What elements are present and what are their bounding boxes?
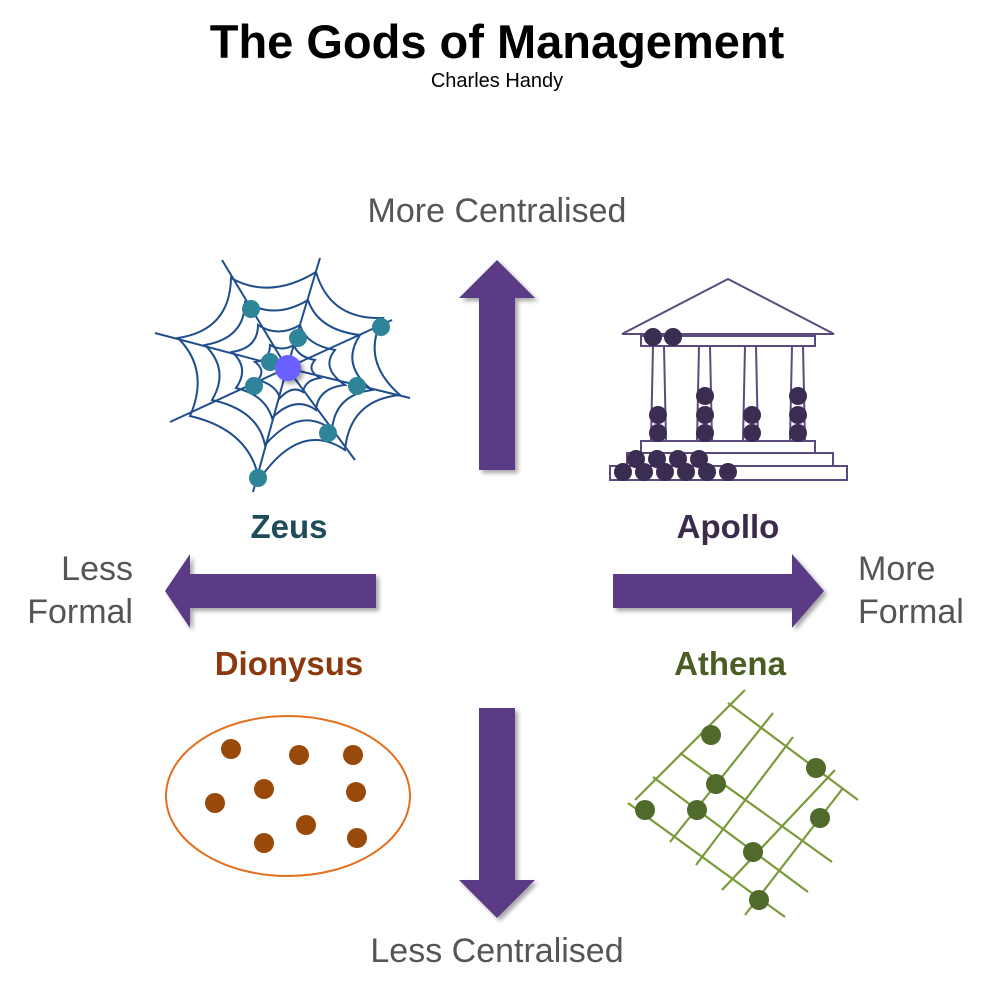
axis-label-more-formal: More Formal — [858, 548, 994, 634]
temple-balls — [614, 328, 807, 481]
arrow-right-icon — [613, 554, 824, 628]
web-node — [319, 424, 337, 442]
web-node — [348, 377, 366, 395]
grid-nodes — [635, 725, 830, 910]
web-node — [261, 353, 279, 371]
page-title: The Gods of Management — [209, 15, 785, 68]
axis-label-less-centralised: Less Centralised — [370, 932, 624, 970]
arrow-up-icon — [459, 260, 535, 470]
arrow-down-icon — [459, 708, 535, 918]
god-label-zeus: Zeus — [250, 508, 328, 545]
axis-label-less-formal: Less Formal — [0, 548, 133, 634]
web-node — [245, 377, 263, 395]
cluster-ellipse-icon — [165, 715, 411, 877]
web-node — [289, 329, 307, 347]
author-subtitle: Charles Handy — [430, 70, 564, 92]
web-center-node — [275, 355, 301, 381]
axis-label-more-centralised: More Centralised — [367, 192, 627, 230]
axis-label-more-formal-line1: More — [858, 550, 936, 588]
axis-label-less-formal-line1: Less — [61, 550, 133, 588]
web-node — [372, 318, 390, 336]
cluster-dots — [205, 739, 367, 853]
grid-net-icon — [627, 689, 859, 918]
greek-temple-icon — [609, 277, 848, 481]
arrow-left-icon — [165, 554, 376, 628]
web-node — [249, 469, 267, 487]
web-nodes — [242, 300, 390, 487]
god-label-athena: Athena — [674, 645, 786, 682]
axis-label-less-formal-line2: Formal — [27, 593, 133, 631]
god-label-dionysus: Dionysus — [214, 645, 364, 682]
god-label-apollo: Apollo — [676, 508, 780, 545]
axis-label-more-formal-line2: Formal — [858, 593, 964, 631]
web-node — [242, 300, 260, 318]
